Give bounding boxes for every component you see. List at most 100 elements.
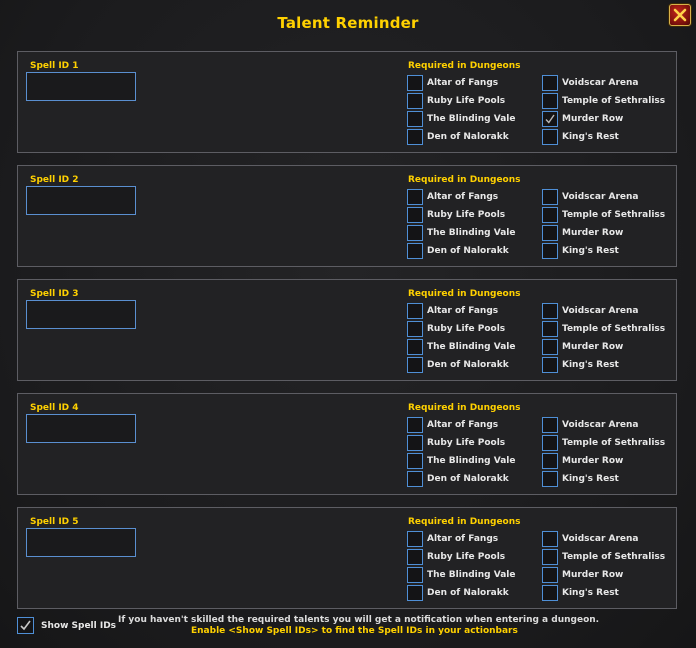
dungeon-option[interactable]: The Blinding Vale bbox=[407, 338, 515, 356]
dungeon-checkbox[interactable] bbox=[542, 189, 558, 205]
dungeon-checkbox[interactable] bbox=[542, 111, 558, 127]
dungeon-option[interactable]: Voidscar Arena bbox=[542, 416, 639, 434]
spell-id-input[interactable] bbox=[26, 72, 136, 101]
spell-id-label: Spell ID 1 bbox=[30, 61, 79, 71]
dungeon-option[interactable]: Ruby Life Pools bbox=[407, 206, 505, 224]
dungeon-option[interactable]: Temple of Sethraliss bbox=[542, 434, 665, 452]
dungeon-option[interactable]: The Blinding Vale bbox=[407, 110, 515, 128]
dungeon-name: Voidscar Arena bbox=[562, 78, 639, 88]
dungeon-option[interactable]: Ruby Life Pools bbox=[407, 92, 505, 110]
dungeon-checkbox[interactable] bbox=[407, 531, 423, 547]
dungeon-name: Altar of Fangs bbox=[427, 78, 499, 88]
dungeon-checkbox[interactable] bbox=[542, 303, 558, 319]
dungeon-checkbox[interactable] bbox=[542, 471, 558, 487]
dungeon-option[interactable]: Den of Nalorakk bbox=[407, 356, 509, 374]
dungeon-checkbox[interactable] bbox=[407, 207, 423, 223]
dungeon-option[interactable]: King's Rest bbox=[542, 242, 619, 260]
dungeon-name: The Blinding Vale bbox=[427, 228, 516, 238]
checkmark-icon bbox=[20, 620, 31, 631]
dungeon-checkbox[interactable] bbox=[407, 93, 423, 109]
dungeon-option[interactable]: Ruby Life Pools bbox=[407, 548, 505, 566]
show-spell-ids-checkbox[interactable] bbox=[17, 617, 34, 634]
close-button[interactable] bbox=[669, 4, 691, 26]
dungeon-checkbox[interactable] bbox=[542, 75, 558, 91]
dungeon-checkbox[interactable] bbox=[542, 453, 558, 469]
dungeon-option[interactable]: King's Rest bbox=[542, 128, 619, 146]
dungeon-checkbox[interactable] bbox=[407, 417, 423, 433]
dungeon-checkbox[interactable] bbox=[407, 357, 423, 373]
dungeon-checkbox[interactable] bbox=[542, 321, 558, 337]
dungeon-checkbox[interactable] bbox=[542, 417, 558, 433]
dungeon-option[interactable]: Voidscar Arena bbox=[542, 74, 639, 92]
dungeon-option[interactable]: Temple of Sethraliss bbox=[542, 320, 665, 338]
dungeon-option[interactable]: Murder Row bbox=[542, 452, 623, 470]
spell-id-input[interactable] bbox=[26, 414, 136, 443]
dungeon-name: Temple of Sethraliss bbox=[562, 438, 666, 448]
dungeon-checkbox[interactable] bbox=[542, 435, 558, 451]
dungeon-name: Temple of Sethraliss bbox=[562, 552, 666, 562]
dungeon-option[interactable]: King's Rest bbox=[542, 356, 619, 374]
dungeon-name: Temple of Sethraliss bbox=[562, 210, 666, 220]
dungeon-checkbox[interactable] bbox=[407, 225, 423, 241]
dungeon-checkbox[interactable] bbox=[542, 585, 558, 601]
dungeon-checkbox[interactable] bbox=[542, 129, 558, 145]
dungeon-checkbox[interactable] bbox=[542, 207, 558, 223]
dungeon-checkbox[interactable] bbox=[542, 243, 558, 259]
dungeon-option[interactable]: Murder Row bbox=[542, 338, 623, 356]
dungeon-option[interactable]: The Blinding Vale bbox=[407, 224, 515, 242]
dungeon-name: Altar of Fangs bbox=[427, 306, 499, 316]
dungeon-option[interactable]: Altar of Fangs bbox=[407, 416, 498, 434]
dungeon-checkbox[interactable] bbox=[542, 357, 558, 373]
dungeon-name: The Blinding Vale bbox=[427, 114, 516, 124]
dungeon-option[interactable]: Den of Nalorakk bbox=[407, 128, 509, 146]
dungeon-checkbox[interactable] bbox=[407, 243, 423, 259]
dungeon-option[interactable]: Murder Row bbox=[542, 110, 623, 128]
dungeon-checkbox[interactable] bbox=[542, 531, 558, 547]
dungeon-checkbox[interactable] bbox=[542, 93, 558, 109]
dungeon-checkbox[interactable] bbox=[407, 75, 423, 91]
dungeon-option[interactable]: King's Rest bbox=[542, 584, 619, 602]
dungeon-checkbox[interactable] bbox=[542, 225, 558, 241]
dungeon-checkbox[interactable] bbox=[407, 435, 423, 451]
dungeon-option[interactable]: Voidscar Arena bbox=[542, 302, 639, 320]
dungeon-checkbox[interactable] bbox=[407, 303, 423, 319]
dungeon-checkbox[interactable] bbox=[407, 549, 423, 565]
dungeon-option[interactable]: The Blinding Vale bbox=[407, 452, 515, 470]
dungeon-checkbox[interactable] bbox=[542, 339, 558, 355]
dungeon-name: King's Rest bbox=[562, 246, 619, 256]
dungeon-checkbox[interactable] bbox=[407, 129, 423, 145]
dungeon-option[interactable]: Temple of Sethraliss bbox=[542, 206, 665, 224]
dungeon-option[interactable]: Temple of Sethraliss bbox=[542, 92, 665, 110]
dungeon-checkbox[interactable] bbox=[542, 549, 558, 565]
dungeon-option[interactable]: Temple of Sethraliss bbox=[542, 548, 665, 566]
dungeon-checkbox[interactable] bbox=[407, 453, 423, 469]
dungeon-option[interactable]: Den of Nalorakk bbox=[407, 470, 509, 488]
dungeon-option[interactable]: Altar of Fangs bbox=[407, 74, 498, 92]
dungeon-option[interactable]: Ruby Life Pools bbox=[407, 320, 505, 338]
dungeon-checkbox[interactable] bbox=[407, 471, 423, 487]
dungeon-option[interactable]: Voidscar Arena bbox=[542, 188, 639, 206]
dungeon-checkbox[interactable] bbox=[407, 111, 423, 127]
dungeon-name: Altar of Fangs bbox=[427, 420, 499, 430]
dungeon-option[interactable]: Den of Nalorakk bbox=[407, 584, 509, 602]
dungeon-checkbox[interactable] bbox=[407, 339, 423, 355]
dungeon-checkbox[interactable] bbox=[407, 321, 423, 337]
dungeon-name: Ruby Life Pools bbox=[427, 210, 506, 220]
spell-id-input[interactable] bbox=[26, 300, 136, 329]
dungeon-option[interactable]: Altar of Fangs bbox=[407, 188, 498, 206]
dungeon-checkbox[interactable] bbox=[407, 189, 423, 205]
dungeon-option[interactable]: Murder Row bbox=[542, 224, 623, 242]
spell-id-input[interactable] bbox=[26, 186, 136, 215]
dungeon-checkbox[interactable] bbox=[542, 567, 558, 583]
dungeon-option[interactable]: Altar of Fangs bbox=[407, 302, 498, 320]
dungeon-option[interactable]: Murder Row bbox=[542, 566, 623, 584]
dungeon-option[interactable]: Ruby Life Pools bbox=[407, 434, 505, 452]
spell-id-input[interactable] bbox=[26, 528, 136, 557]
dungeon-option[interactable]: Voidscar Arena bbox=[542, 530, 639, 548]
dungeon-option[interactable]: Den of Nalorakk bbox=[407, 242, 509, 260]
dungeon-checkbox[interactable] bbox=[407, 585, 423, 601]
dungeon-option[interactable]: The Blinding Vale bbox=[407, 566, 515, 584]
dungeon-option[interactable]: King's Rest bbox=[542, 470, 619, 488]
dungeon-option[interactable]: Altar of Fangs bbox=[407, 530, 498, 548]
dungeon-checkbox[interactable] bbox=[407, 567, 423, 583]
